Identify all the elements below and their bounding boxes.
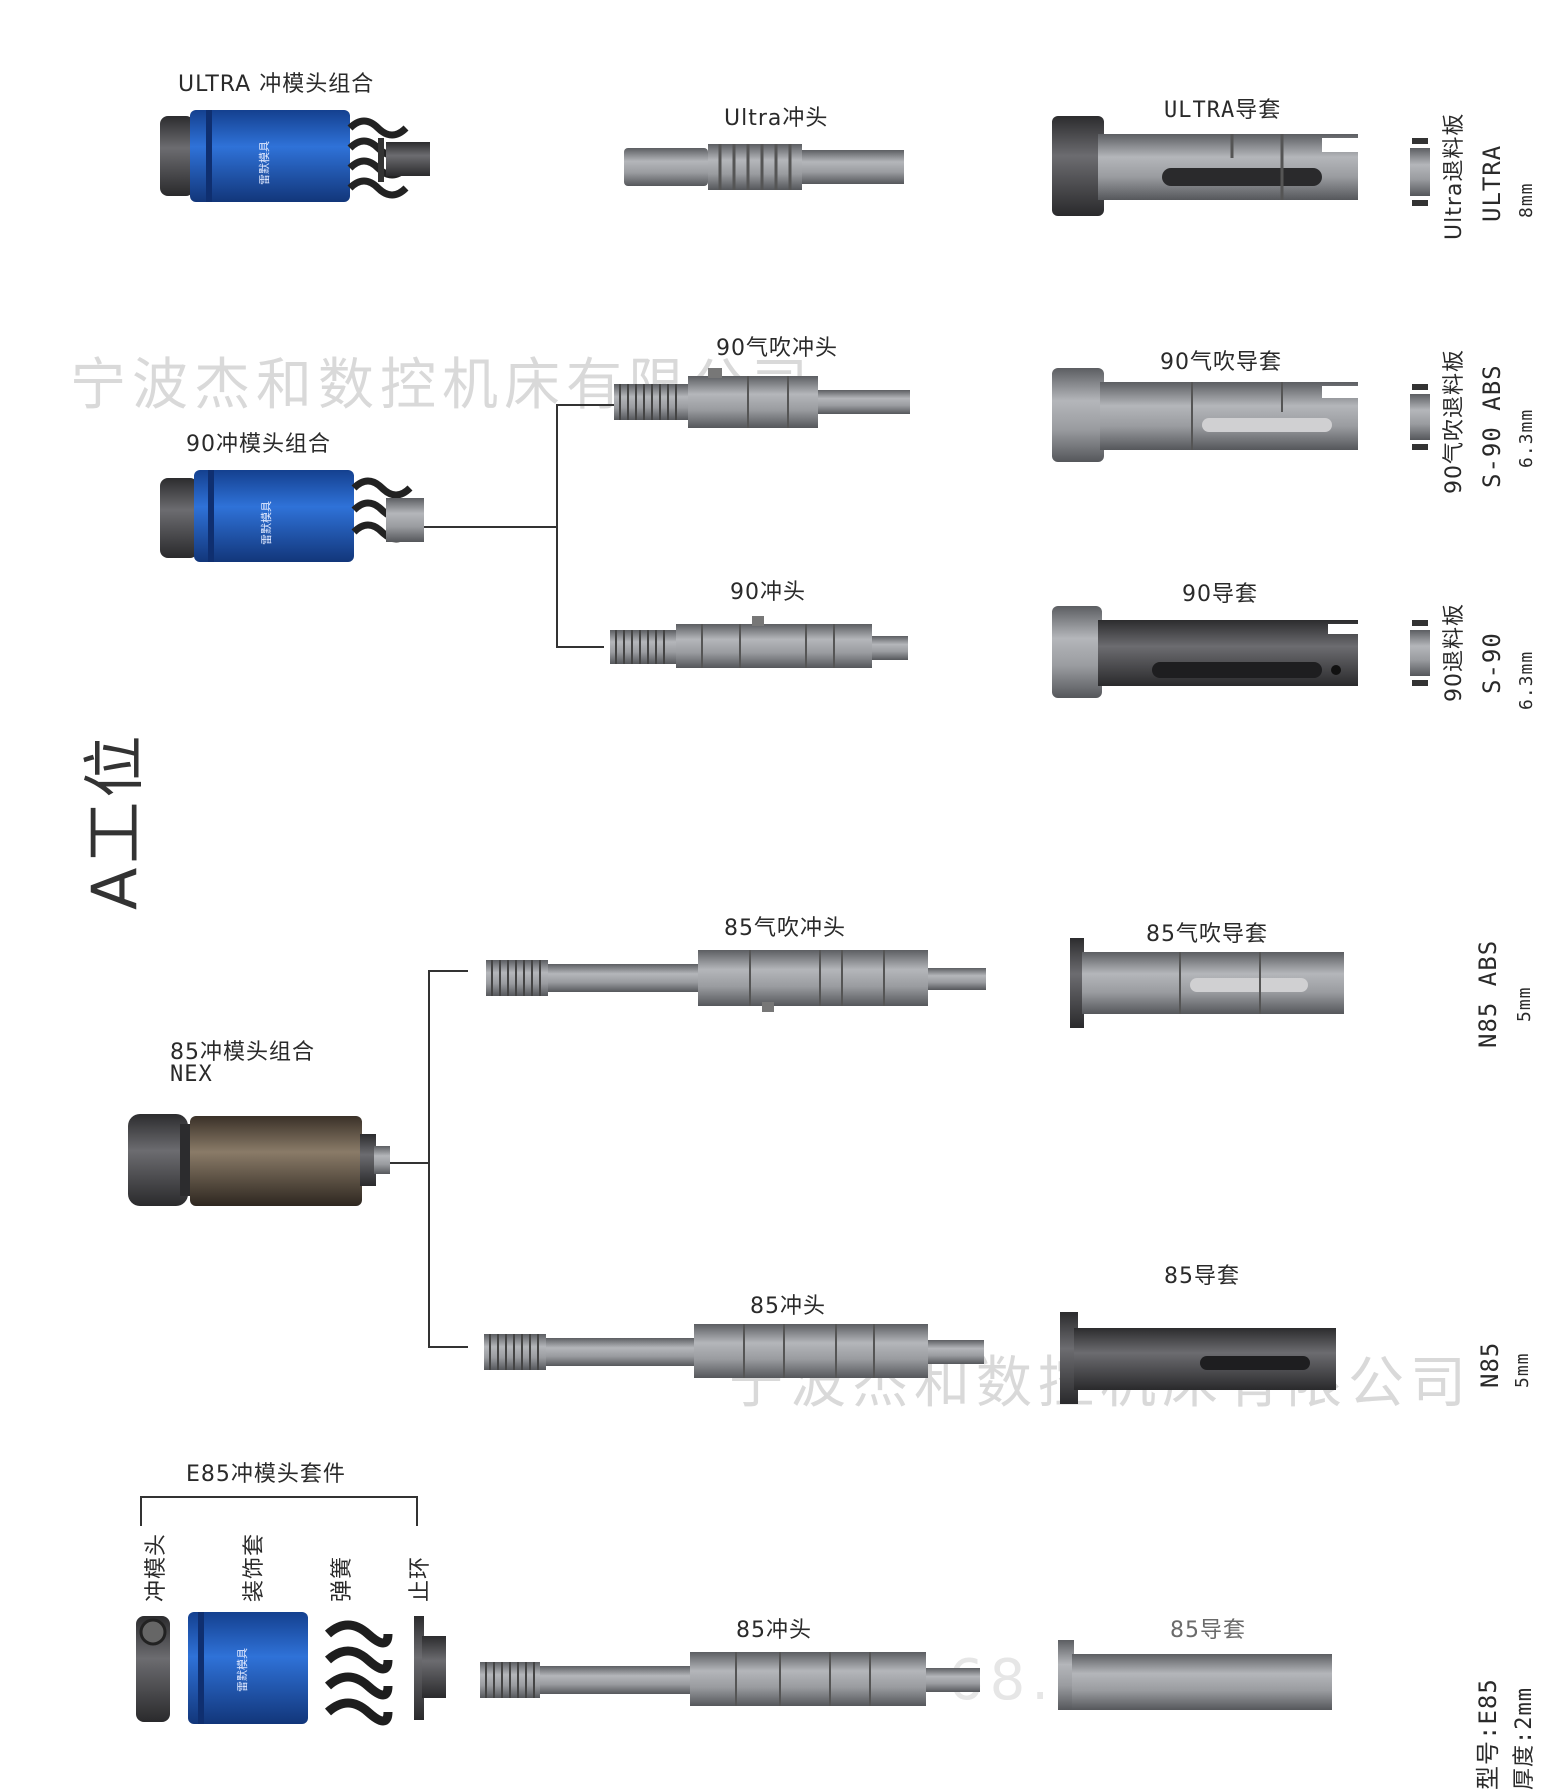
e85-part-spring-label: 弹簧 (330, 1555, 355, 1602)
ultra-brand-text: 雷默模具 (258, 141, 271, 185)
n85-connector-bottom (428, 1346, 468, 1348)
e85-model: 型号:E85 (1474, 1678, 1502, 1790)
n85-air-thickness: 5mm (1514, 986, 1535, 1022)
e85-bracket-top (140, 1496, 418, 1498)
s90-air-model: S-90 ABS (1478, 364, 1506, 488)
n85-guide-image (1060, 1312, 1336, 1404)
s90-air-stripper-label: 90气吹退料板 (1442, 349, 1467, 494)
n85-punch-label: 85冲头 (750, 1294, 826, 1319)
e85-punch-label: 85冲头 (736, 1618, 812, 1643)
ultra-stripper-image (1410, 138, 1430, 206)
s90-punch-label: 90冲头 (730, 580, 806, 605)
s90-air-thickness: 6.3mm (1516, 408, 1537, 468)
n85-air-guide-label: 85气吹导套 (1146, 922, 1268, 947)
e85-part-ring-label: 止环 (408, 1555, 433, 1602)
n85-air-guide-image (1070, 938, 1344, 1028)
e85-part-head-label: 冲模头 (144, 1532, 169, 1602)
s90-assembly-image: 雷默模具 (160, 470, 424, 562)
e85-kit-label: E85冲模头套件 (186, 1462, 346, 1487)
n85-connector-h (390, 1162, 430, 1164)
n85-punch-image (484, 1324, 984, 1378)
ultra-guide-image (1052, 116, 1358, 216)
e85-guide-label: 85导套 (1170, 1618, 1246, 1643)
n85-model: N85 (1476, 1341, 1504, 1388)
ultra-punch-image (624, 144, 904, 190)
e85-guide-image (1058, 1640, 1332, 1710)
s90-model: S-90 (1478, 632, 1506, 694)
n85-connector-v (428, 970, 430, 1348)
s90-brand-text: 雷默模具 (260, 501, 273, 545)
s90-air-punch-label: 90气吹冲头 (716, 336, 838, 361)
ultra-punch-label: Ultra冲头 (724, 106, 829, 131)
n85-assembly-image (128, 1114, 390, 1206)
s90-guide-image (1052, 606, 1358, 698)
ultra-model: ULTRA (1478, 144, 1506, 222)
s90-assembly-label: 90冲模头组合 (186, 432, 331, 457)
n85-air-punch-image (486, 950, 986, 1012)
n85-guide-label: 85导套 (1164, 1264, 1240, 1289)
s90-air-punch-image (614, 368, 910, 428)
s90-stripper-image (1410, 620, 1430, 686)
e85-punch-image (480, 1652, 980, 1706)
ultra-stripper-label: Ultra退料板 (1442, 112, 1467, 240)
n85-assembly-sub: NEX (170, 1062, 213, 1087)
s90-punch-image (610, 616, 908, 668)
s90-guide-label: 90导套 (1182, 582, 1258, 607)
e85-kit-image: 雷默模具 (136, 1612, 446, 1726)
ultra-assembly-label: ULTRA 冲模头组合 (178, 72, 375, 97)
s90-thickness: 6.3mm (1516, 650, 1537, 710)
s90-air-stripper-image (1410, 384, 1430, 450)
e85-part-sleeve-label: 装饰套 (242, 1532, 267, 1602)
s90-stripper-label: 90退料板 (1442, 603, 1467, 702)
n85-connector-top (428, 970, 468, 972)
n85-thickness: 5mm (1512, 1352, 1533, 1388)
n85-assembly-label: 85冲模头组合 (170, 1040, 315, 1065)
ultra-guide-label: ULTRA导套 (1164, 98, 1282, 123)
ultra-thickness: 8mm (1516, 182, 1537, 218)
e85-bracket-right (416, 1496, 418, 1526)
e85-thickness: 厚度:2mm (1512, 1687, 1537, 1790)
s90-connector-bottom (556, 646, 604, 648)
s90-connector-top (556, 404, 614, 406)
station-title: A工位 (78, 731, 151, 910)
ultra-assembly-image: 雷默模具 (160, 110, 430, 202)
e85-brand-text: 雷默模具 (236, 1648, 249, 1692)
n85-air-model: N85 ABS (1474, 939, 1502, 1048)
s90-connector-h (424, 526, 558, 528)
s90-connector-v (556, 404, 558, 648)
s90-air-guide-image (1052, 368, 1358, 462)
n85-air-punch-label: 85气吹冲头 (724, 916, 846, 941)
e85-bracket-left (140, 1496, 142, 1526)
s90-air-guide-label: 90气吹导套 (1160, 350, 1282, 375)
